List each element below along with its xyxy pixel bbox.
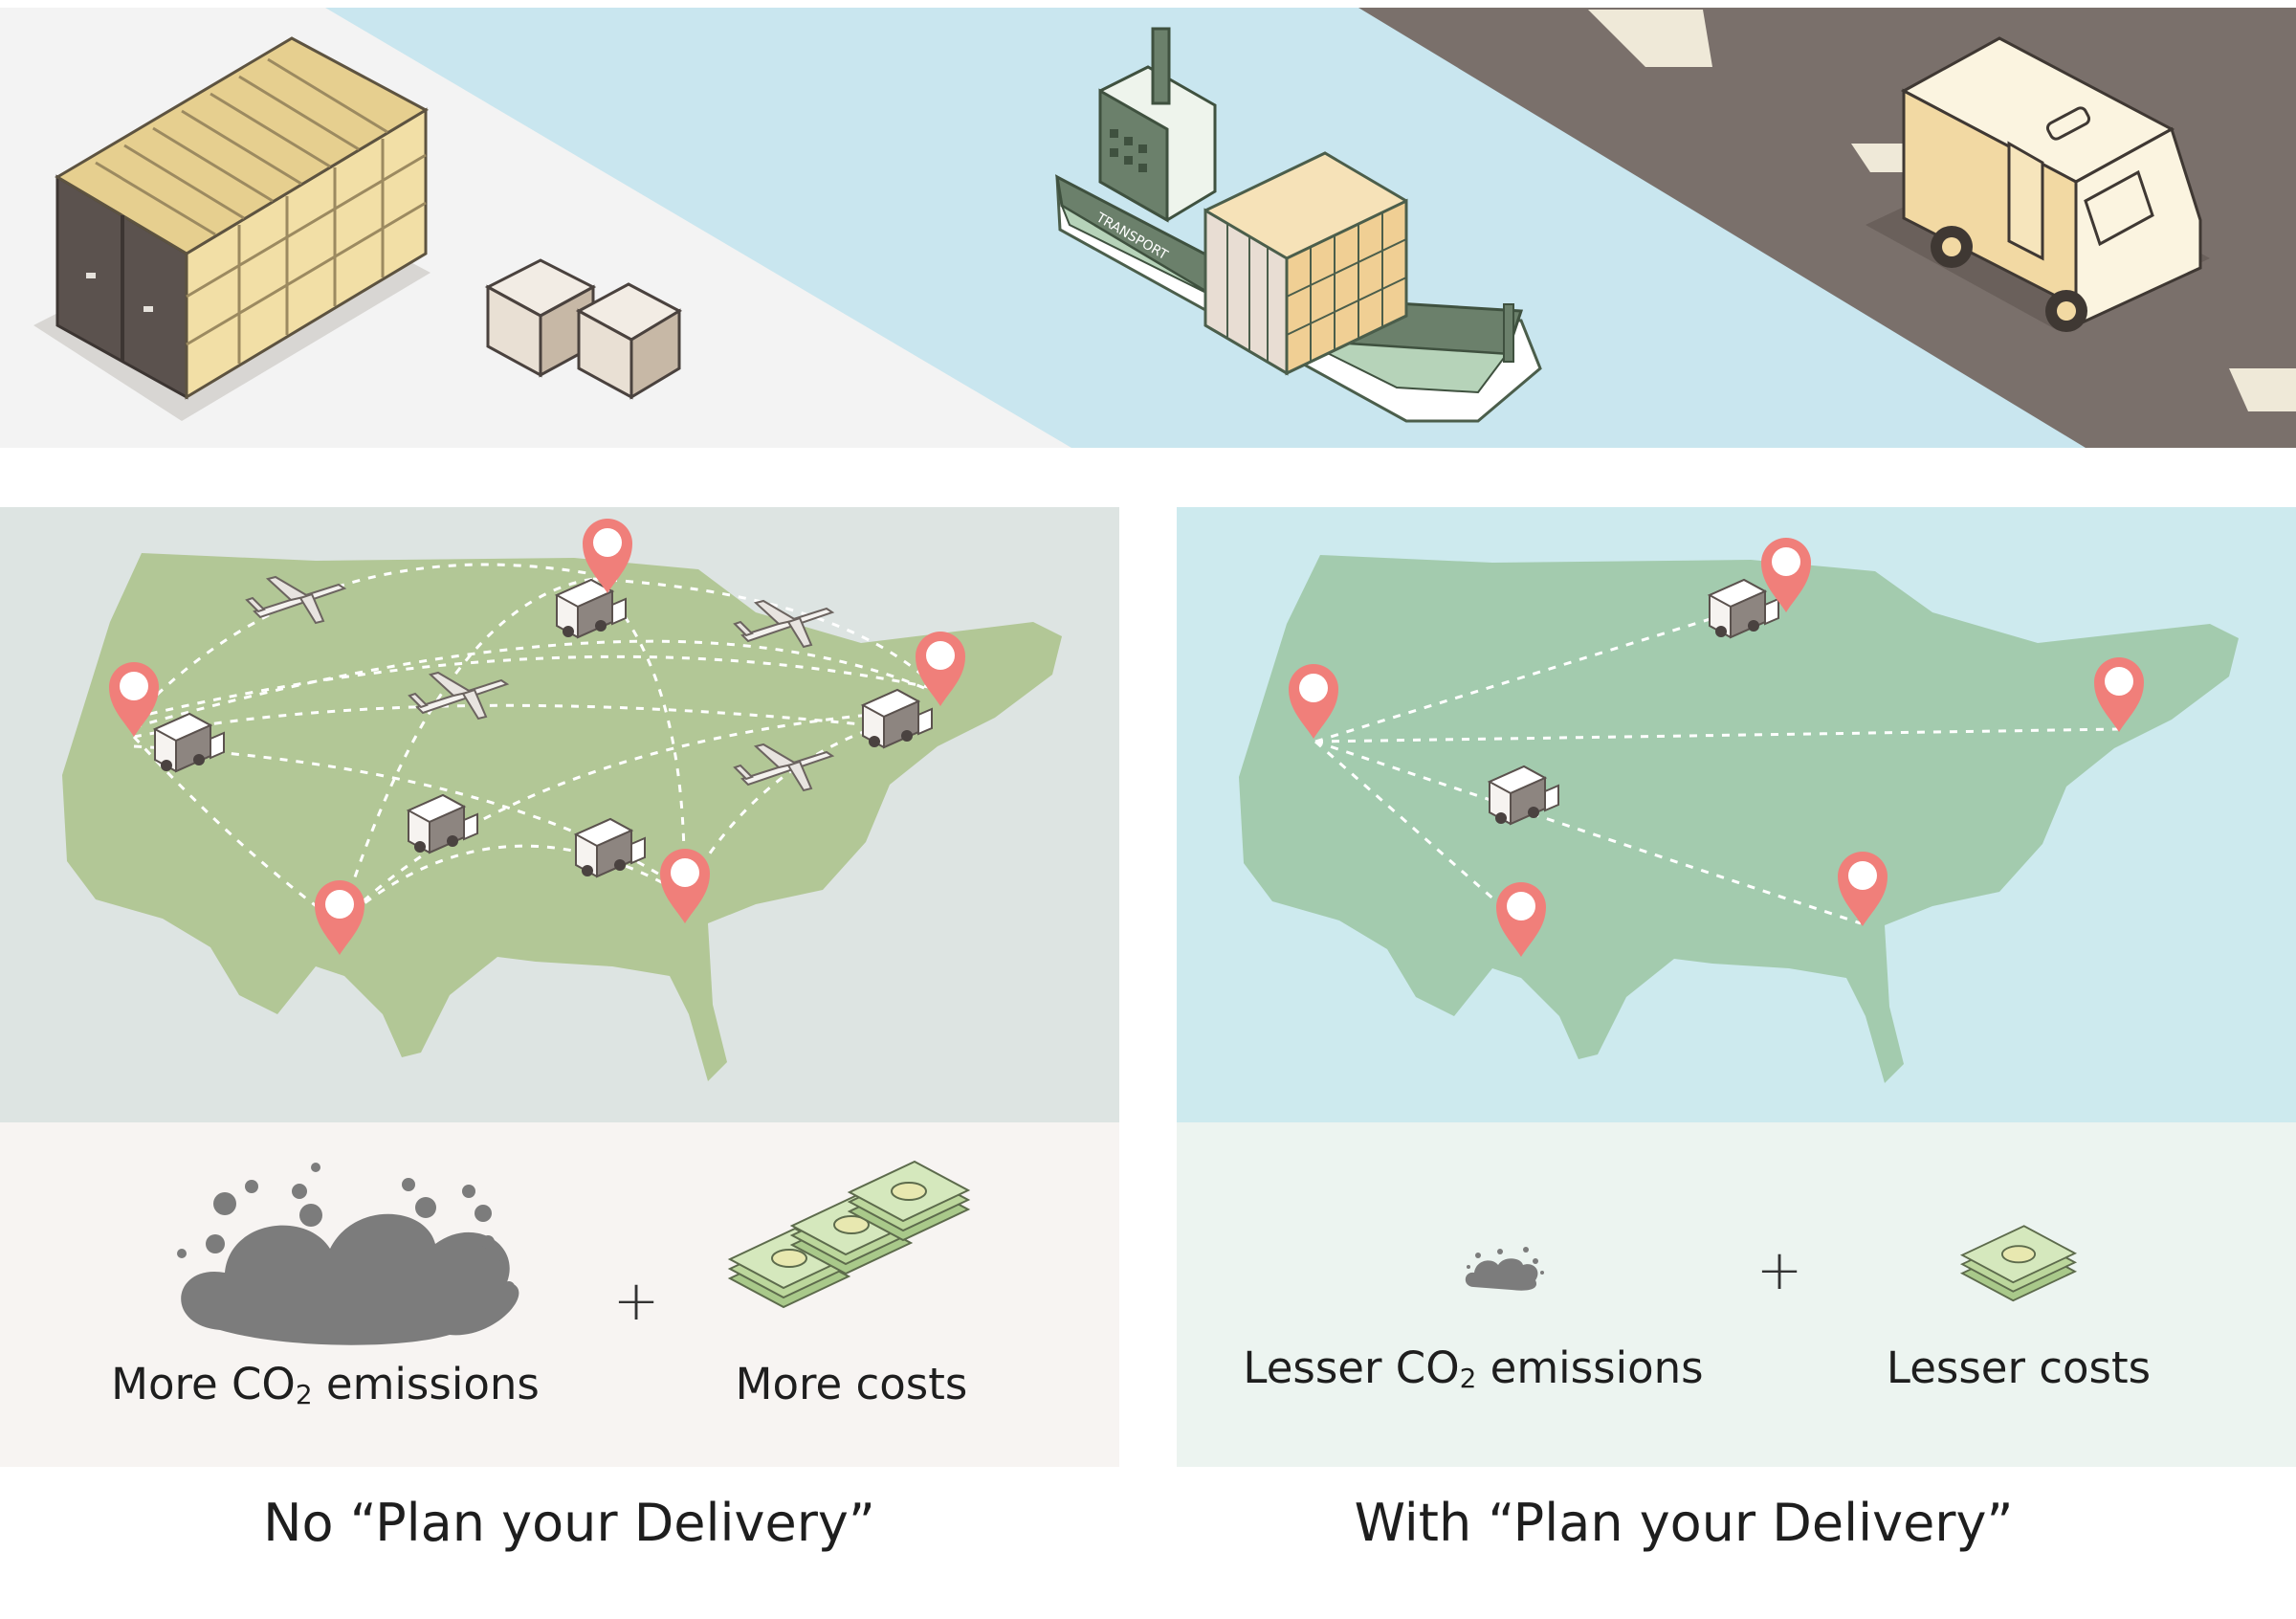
left-result-background [0, 1122, 1119, 1467]
shipping-container-icon [33, 36, 430, 421]
road-marking [2229, 368, 2296, 411]
left-panel [0, 507, 1119, 1467]
right-panel [1177, 507, 2296, 1467]
delivery-truck-icon [1866, 36, 2210, 332]
right-caption: With “Plan your Delivery” [1354, 1493, 2014, 1553]
left-plus-sign: + [612, 1268, 660, 1333]
left-costs-label: More costs [735, 1359, 968, 1409]
small-co2-cloud-icon [1465, 1247, 1544, 1291]
large-co2-cloud-icon [177, 1163, 519, 1345]
cardboard-boxes-icon [484, 258, 683, 400]
transport-banner: TRANSPORT [0, 8, 2296, 448]
left-emissions-label: More CO2 emissions [111, 1359, 540, 1411]
road-marking [1588, 10, 1712, 67]
usa-map-left [62, 553, 1062, 1081]
right-plus-sign: + [1755, 1237, 1803, 1302]
right-result-background [1177, 1122, 2296, 1467]
cargo-ship-icon: TRANSPORT [1055, 27, 1542, 423]
right-costs-label: Lesser costs [1886, 1342, 2152, 1393]
left-caption: No “Plan your Delivery” [263, 1493, 875, 1553]
right-routes [1314, 610, 2120, 925]
right-emissions-label: Lesser CO2 emissions [1243, 1342, 1704, 1395]
